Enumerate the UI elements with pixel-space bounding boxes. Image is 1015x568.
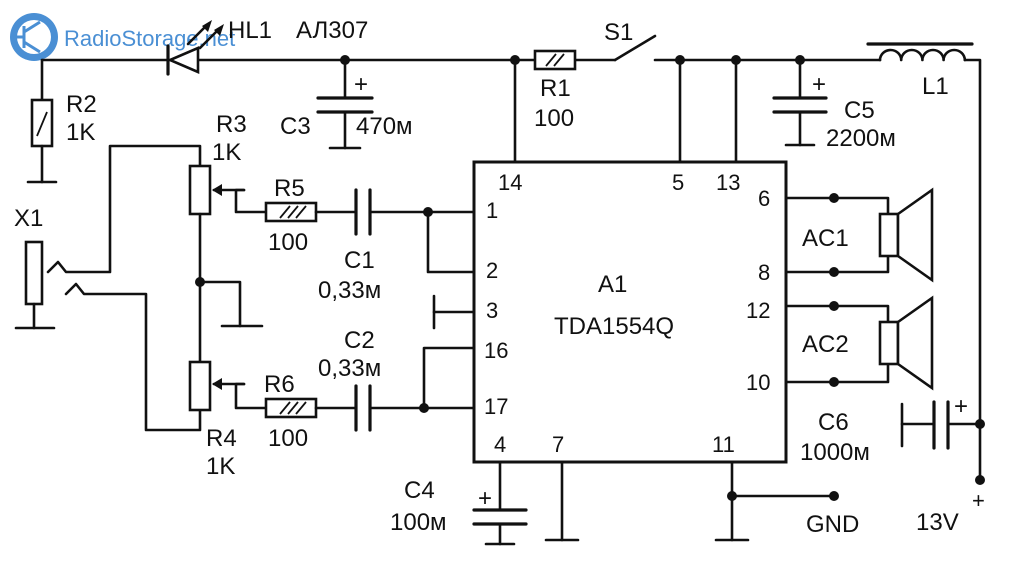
inductor-l1: L1 [866,42,974,100]
r3-ref: R3 [216,111,247,138]
ic-pin-3: 3 [486,298,498,323]
c6-plus: + [954,393,968,420]
c5-ref: C5 [844,97,875,124]
ic-pin-8: 8 [758,260,770,285]
capacitor-c4: + C4 100м [390,460,528,546]
r4-value: 1K [206,453,235,480]
ic-pin-12: 12 [746,298,770,323]
ic-pin-13: 13 [716,170,740,195]
c4-plus: + [478,485,492,512]
ic-pin-4: 4 [494,432,506,457]
c3-ref: C3 [280,113,311,140]
a1-value: TDA1554Q [554,313,674,340]
r6-ref: R6 [264,371,295,398]
capacitor-c2: C2 0,33м [318,327,476,432]
c3-value: 470м [356,113,413,140]
ic-pin-2: 2 [486,258,498,283]
resistor-r1: R1 100 [510,49,577,164]
ic-pin-10: 10 [746,370,770,395]
speaker-ac2: AC2 [784,295,934,391]
r5-value: 100 [268,229,308,256]
r2-value: 1K [66,119,95,146]
l1-ref: L1 [922,73,949,100]
r2-ref: R2 [66,91,97,118]
s1-ref: S1 [604,19,633,46]
r3-value: 1K [212,139,241,166]
ic-pin-5: 5 [672,170,684,195]
transistor-logo-icon [10,13,58,61]
ic-pin-16: 16 [484,338,508,363]
capacitor-c6: + C6 1000м [800,393,985,466]
ic-pin-14: 14 [498,170,522,195]
c2-value: 0,33м [318,355,381,382]
pin3-ground [432,294,476,330]
led-hl1: HL1 АЛ307 [166,17,368,76]
c4-ref: C4 [404,477,435,504]
c2-ref: C2 [344,327,375,354]
c1-value: 0,33м [318,277,381,304]
supply-taps [675,55,741,164]
r5-ref: R5 [274,175,305,202]
ac1-ref: AC1 [802,225,849,252]
r6-value: 100 [268,425,308,452]
capacitor-c3: + C3 470м [280,55,413,150]
c1-ref: C1 [344,247,375,274]
c6-ref: C6 [818,409,849,436]
c3-plus: + [354,71,368,98]
c5-plus: + [812,71,826,98]
supply-terminal: 13V + [916,475,985,536]
ic-pin-17: 17 [484,394,508,419]
ic-pin-7: 7 [552,432,564,457]
input-jack-x1: X1 [14,144,202,432]
top-rail [40,58,982,482]
ic-a1: A1 TDA1554Q 14 5 13 6 1 2 8 3 12 16 10 1… [472,160,788,464]
pot-ground [195,277,264,328]
a1-ref: A1 [598,271,627,298]
ic-pin-6: 6 [758,186,770,211]
potentiometer-r4: R4 1K [188,360,268,480]
r1-ref: R1 [540,75,571,102]
x1-ref: X1 [14,205,43,232]
resistor-r2: R2 1K [26,91,97,184]
ic-pin-1: 1 [486,198,498,223]
gnd-label: GND [806,511,859,538]
resistor-r5: R5 100 [264,175,358,256]
speaker-ac1: AC1 [784,187,934,283]
c6-value: 1000м [800,439,870,466]
r4-ref: R4 [206,425,237,452]
watermark: RadioStorage.net [10,13,235,61]
supply-sign: + [972,488,985,513]
c5-value: 2200м [826,125,896,152]
supply-label: 13V [916,509,959,536]
r1-value: 100 [534,105,574,132]
ac2-ref: AC2 [802,331,849,358]
hl1-ref: HL1 [228,17,272,44]
capacitor-c5: + C5 2200м [772,55,896,152]
c4-value: 100м [390,509,447,536]
ic-pin-11: 11 [712,432,735,457]
pin7-ground [544,460,580,542]
potentiometer-r3: R3 1K [188,111,268,364]
gnd-terminal: GND [714,460,859,542]
capacitor-c1: C1 0,33м [318,188,476,304]
switch-s1: S1 [604,19,657,62]
hl1-value: АЛ307 [296,17,368,44]
resistor-r6: R6 100 [264,371,358,452]
